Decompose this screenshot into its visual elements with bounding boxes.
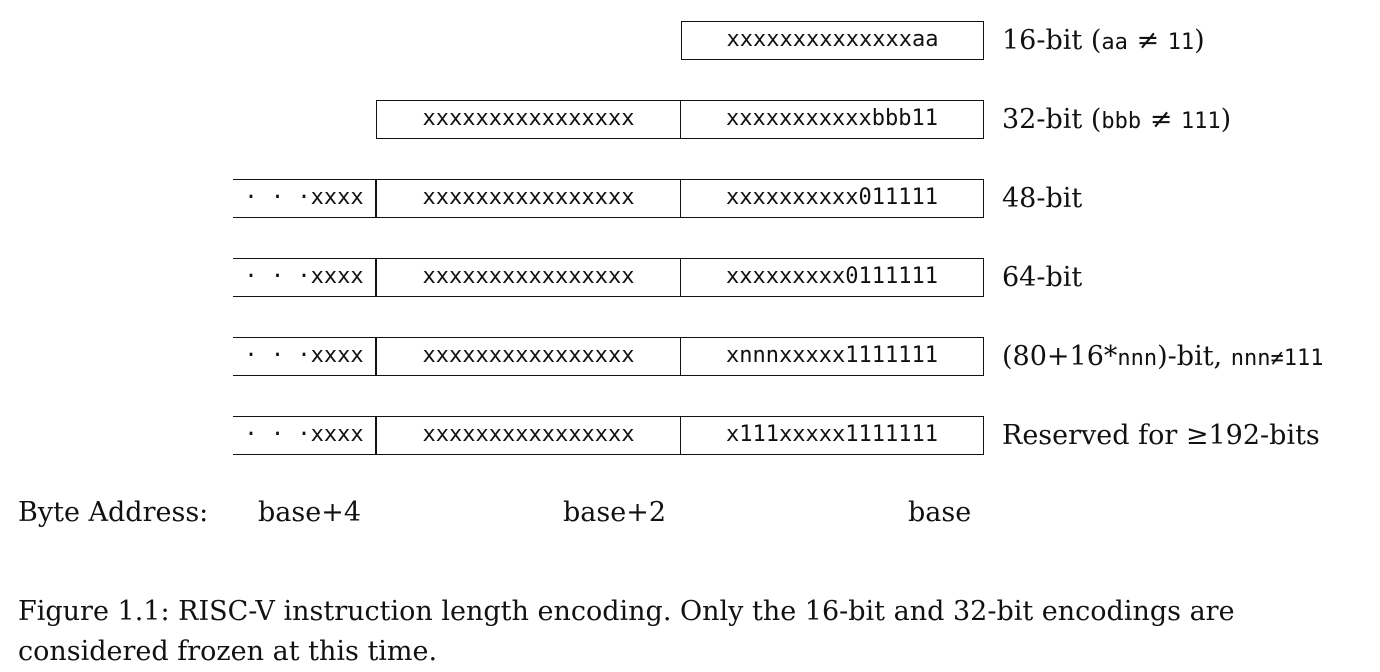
encoding-row-16bit: xxxxxxxxxxxxxxaa 16-bit (aa ≠ 11) [0, 21, 1380, 62]
label-text: ≠ [1141, 104, 1181, 135]
row-label: 32-bit (bbb ≠ 111) [1002, 100, 1231, 139]
label-text: Reserved for ≥192-bits [1002, 420, 1320, 451]
halfword-cell-base2: xxxxxxxxxxxxxxxx [376, 258, 681, 297]
label-text: 32-bit ( [1002, 104, 1102, 135]
row-label: (80+16*nnn)-bit, nnn≠111 [1002, 337, 1323, 376]
byte-address-base2: base+2 [563, 497, 667, 528]
halfword-cell-base4: · · ·xxxx [233, 337, 376, 376]
halfword-cell-base: xxxxxxxxx0111111 [681, 258, 984, 297]
encoding-row-variable: · · ·xxxx xxxxxxxxxxxxxxxx xnnnxxxxx1111… [0, 337, 1380, 378]
encoding-row-reserved: · · ·xxxx xxxxxxxxxxxxxxxx x111xxxxx1111… [0, 416, 1380, 457]
encoding-row-64bit: · · ·xxxx xxxxxxxxxxxxxxxx xxxxxxxxx0111… [0, 258, 1380, 299]
row-label: Reserved for ≥192-bits [1002, 416, 1320, 455]
halfword-cell-base2: xxxxxxxxxxxxxxxx [376, 100, 681, 139]
label-mono: ≠111 [1270, 346, 1324, 371]
label-text: (80+16* [1002, 341, 1118, 372]
label-mono: 11 [1167, 30, 1195, 55]
label-mono: nnn [1230, 346, 1271, 371]
label-text: 48-bit [1002, 183, 1083, 214]
halfword-cell-base4: · · ·xxxx [233, 416, 376, 455]
label-text: 64-bit [1002, 262, 1083, 293]
label-mono: bbb [1101, 109, 1142, 134]
row-label: 16-bit (aa ≠ 11) [1002, 21, 1205, 60]
label-text: ) [1194, 25, 1205, 56]
label-text: 16-bit ( [1002, 25, 1102, 56]
byte-address-label: Byte Address: [18, 497, 209, 528]
label-text: )-bit, [1157, 341, 1231, 372]
figure-caption: Figure 1.1: RISC-V instruction length en… [18, 596, 1235, 667]
label-text: ≠ [1127, 25, 1168, 56]
row-label: 48-bit [1002, 179, 1082, 218]
halfword-cell-base2: xxxxxxxxxxxxxxxx [376, 416, 681, 455]
encoding-row-48bit: · · ·xxxx xxxxxxxxxxxxxxxx xxxxxxxxxx011… [0, 179, 1380, 220]
halfword-cell-base2: xxxxxxxxxxxxxxxx [376, 179, 681, 218]
halfword-cell-base: xxxxxxxxxxxxxxaa [681, 21, 984, 60]
halfword-cell-base: xnnnxxxxx1111111 [681, 337, 984, 376]
byte-address-base4: base+4 [258, 497, 362, 528]
label-mono: 111 [1180, 109, 1221, 134]
label-mono: nnn [1117, 346, 1158, 371]
byte-address-base: base [908, 497, 972, 528]
label-mono: aa [1101, 30, 1128, 55]
halfword-cell-base: xxxxxxxxxxxbbb11 [681, 100, 984, 139]
row-label: 64-bit [1002, 258, 1082, 297]
halfword-cell-base4: · · ·xxxx [233, 179, 376, 218]
label-text: ) [1220, 104, 1232, 135]
encoding-row-32bit: xxxxxxxxxxxxxxxx xxxxxxxxxxxbbb11 32-bit… [0, 100, 1380, 141]
halfword-cell-base2: xxxxxxxxxxxxxxxx [376, 337, 681, 376]
halfword-cell-base4: · · ·xxxx [233, 258, 376, 297]
halfword-cell-base: x111xxxxx1111111 [681, 416, 984, 455]
halfword-cell-base: xxxxxxxxxx011111 [681, 179, 984, 218]
